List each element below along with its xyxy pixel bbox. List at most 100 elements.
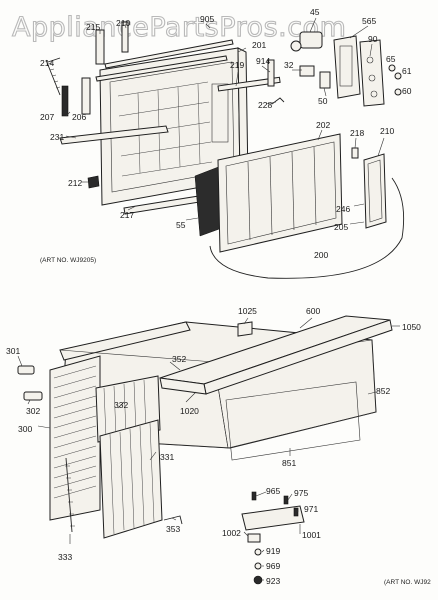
clip-212 [87,175,100,189]
callout: 1001 [302,530,321,540]
vertical-bar-210 [121,21,129,53]
clip-218 [351,147,359,159]
callout: 201 [252,40,266,50]
rod-219 [217,76,281,92]
vertical-bar-215 [95,29,105,65]
part-1002 [247,533,261,543]
callout: 55 [176,220,186,230]
washer-919 [254,548,262,556]
callout: 971 [304,504,318,514]
escutcheon-90 [359,39,385,107]
callout: 90 [368,34,378,44]
callout: 1025 [238,306,257,316]
callout: 212 [68,178,82,188]
callout: 219 [230,60,244,70]
callout: 353 [166,524,180,534]
callout: 202 [316,120,330,130]
callout: 215 [86,22,100,32]
callout: 1050 [402,322,421,332]
callout: 302 [26,406,40,416]
switch-50 [319,71,331,89]
knob-60 [394,88,402,96]
plug-923 [253,575,263,585]
callout: 210 [380,126,394,136]
strip-333 [65,457,75,533]
callout: 333 [58,552,72,562]
upper-strip [95,55,228,82]
callout: 231 [50,132,64,142]
callout: 975 [294,488,308,498]
bracket-914 [267,59,275,87]
part-206 [81,77,91,115]
bracket-353 [163,515,183,525]
callout: 919 [266,546,280,556]
clip-302 [23,391,43,401]
callout: 32 [284,60,294,70]
callout: 301 [6,346,20,356]
callout: 969 [266,561,280,571]
clip-301 [17,365,35,375]
art-number-top: (ART NO. WJ9205) [40,257,96,264]
switch-32 [299,65,315,77]
access-panel-202 [217,133,343,253]
top-assembly: 45 565 90 215 210 905 201 214 219 914 32… [40,7,412,279]
spring-strip-214 [45,59,61,96]
callout: 205 [334,222,348,232]
callout: 851 [282,458,296,468]
callout: 214 [40,58,54,68]
callout: 228 [258,100,272,110]
watermark-text: AppliancePartsPros.com [12,12,346,43]
callout: 206 [72,112,86,122]
callout: 61 [402,66,412,76]
callout: 914 [256,56,270,66]
control-panel-565 [333,35,361,99]
callout: 332 [114,400,128,410]
knob-905 [290,40,302,52]
partition-851 [225,381,361,461]
filter-210 [363,153,387,229]
callout: 218 [350,128,364,138]
callout: 207 [40,112,54,122]
screw-965 [251,491,257,501]
callout: 852 [376,386,390,396]
motor-switch-45 [299,31,323,49]
knob-61 [394,72,402,80]
callout: 246 [336,204,350,214]
callout: 331 [160,452,174,462]
callout: 965 [266,486,280,496]
callout: 217 [120,210,134,220]
bracket-1025 [237,321,253,337]
callout: 1020 [180,406,199,416]
knob-65 [388,64,396,72]
callout: 210 [116,18,130,28]
front-grille-frame [99,47,249,206]
callout: 200 [314,250,328,260]
callout: 600 [306,306,320,316]
screw-975 [283,495,289,505]
top-strip [104,39,234,69]
callout: 45 [310,7,320,17]
rail-end [159,377,207,395]
part-207 [61,85,69,117]
lever-228 [271,97,285,105]
screw-969 [254,562,262,570]
leader-lines-bottom [17,317,400,581]
callout: 50 [318,96,328,106]
leader-lines-top [65,17,385,225]
panel-331 [99,419,163,539]
side-grille-300 [49,355,101,521]
callout: 300 [18,424,32,434]
callout: 923 [266,576,280,586]
group-bracket-200 [209,177,405,279]
screw-971 [293,507,299,517]
callout: 352 [172,354,186,364]
callout: 905 [200,14,214,24]
art-number-bottom: (ART NO. WJ92 [384,579,431,586]
callout: 1002 [222,528,241,538]
callout: 60 [402,86,412,96]
bottom-assembly: 600 1050 1025 301 352 852 302 332 1020 3… [6,306,431,586]
callout: 565 [362,16,376,26]
callout: 65 [386,54,396,64]
